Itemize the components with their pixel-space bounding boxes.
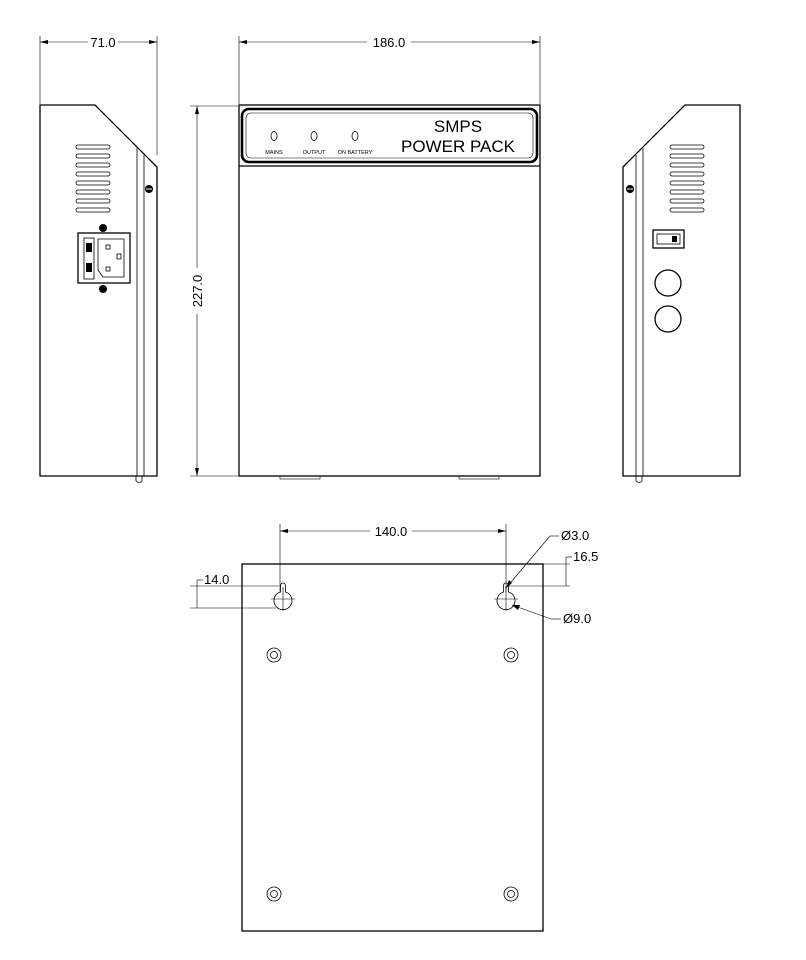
keyhole-mount-icon <box>271 582 295 611</box>
left-side-outline <box>39 104 158 477</box>
dimension-hole-small-diameter: Ø3.0 <box>505 528 589 589</box>
dimension-front-height-label: 227.0 <box>190 275 205 308</box>
front-label-panel: MAINS OUTPUT ON BATTERY SMPS POWER PACK <box>240 107 539 164</box>
led-indicator-on-battery: ON BATTERY <box>338 131 373 156</box>
dimension-hole-top-offset: 16.5 <box>508 549 598 587</box>
panel-title-line2: POWER PACK <box>401 137 516 156</box>
right-vent-slots <box>669 144 705 213</box>
dimension-hole-edge-offset-label: 14.0 <box>204 572 229 587</box>
front-outline <box>238 104 541 477</box>
indicator-label-mains: MAINS <box>265 150 283 156</box>
dimension-hole-small-diameter-label: Ø3.0 <box>561 528 589 543</box>
front-view: 186.0 227.0 MAINS OUTPUT <box>190 35 541 480</box>
panel-title-line1: SMPS <box>434 117 482 136</box>
right-side-outline <box>622 104 741 477</box>
dimension-hole-large-diameter-label: Ø9.0 <box>563 611 591 626</box>
dimension-hole-spacing: 140.0 <box>279 524 507 592</box>
dimension-hole-large-diameter: Ø9.0 <box>511 604 591 626</box>
dimension-hole-edge-offset: 14.0 <box>190 572 279 609</box>
rivet-top-left <box>266 647 282 663</box>
left-vent-slots <box>75 144 111 213</box>
led-indicator-output: OUTPUT <box>303 131 326 156</box>
indicator-label-output: OUTPUT <box>303 150 326 156</box>
cable-gland-hole-lower <box>654 305 682 333</box>
dimension-front-width: 186.0 <box>238 35 541 104</box>
rivet-bottom-right <box>503 886 519 902</box>
led-indicator-icon <box>270 131 278 141</box>
back-outline <box>241 563 544 932</box>
led-indicator-icon <box>310 131 318 141</box>
led-indicator-icon <box>351 131 359 141</box>
dimension-side-depth-label: 71.0 <box>90 35 115 50</box>
led-indicator-mains: MAINS <box>265 131 283 156</box>
rivet-top-right <box>503 647 519 663</box>
left-side-view: 71.0 <box>39 35 158 483</box>
dimension-hole-top-offset-label: 16.5 <box>573 549 598 564</box>
dimension-front-width-label: 186.0 <box>373 35 406 50</box>
screw-icon <box>626 185 634 193</box>
indicator-label-on-battery: ON BATTERY <box>338 150 373 156</box>
dimension-front-height: 227.0 <box>190 105 238 477</box>
back-view: 140.0 14.0 Ø3.0 16.5 <box>190 524 598 932</box>
screw-icon <box>145 185 153 193</box>
dimension-side-depth: 71.0 <box>39 35 158 155</box>
dimension-hole-spacing-label: 140.0 <box>375 524 408 539</box>
iec-power-inlet-icon <box>77 224 131 293</box>
rivet-bottom-left <box>266 886 282 902</box>
right-side-view <box>622 104 741 483</box>
rocker-switch-icon <box>652 229 685 249</box>
cable-gland-hole-upper <box>654 269 682 297</box>
